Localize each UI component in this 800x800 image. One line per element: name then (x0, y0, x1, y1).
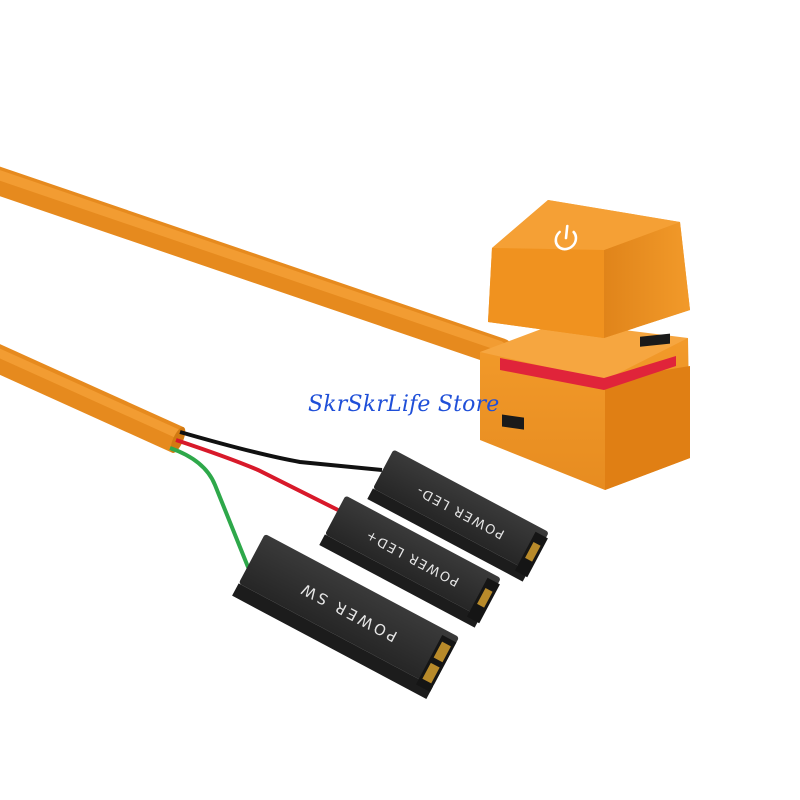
connector-power-led-plus: POWER LED+ (319, 496, 500, 628)
connector-power-led-minus: POWER LED- (367, 450, 548, 582)
lower-cable (0, 344, 186, 453)
power-icon (554, 224, 578, 251)
green-wire (169, 446, 252, 573)
wires (169, 430, 383, 573)
connector-power-sw: POWER SW (232, 534, 459, 699)
store-watermark: SkrSkrLife Store (308, 392, 500, 417)
red-wire (175, 438, 339, 512)
black-wire (179, 430, 383, 472)
power-key (480, 200, 690, 490)
upper-cable (0, 166, 514, 366)
